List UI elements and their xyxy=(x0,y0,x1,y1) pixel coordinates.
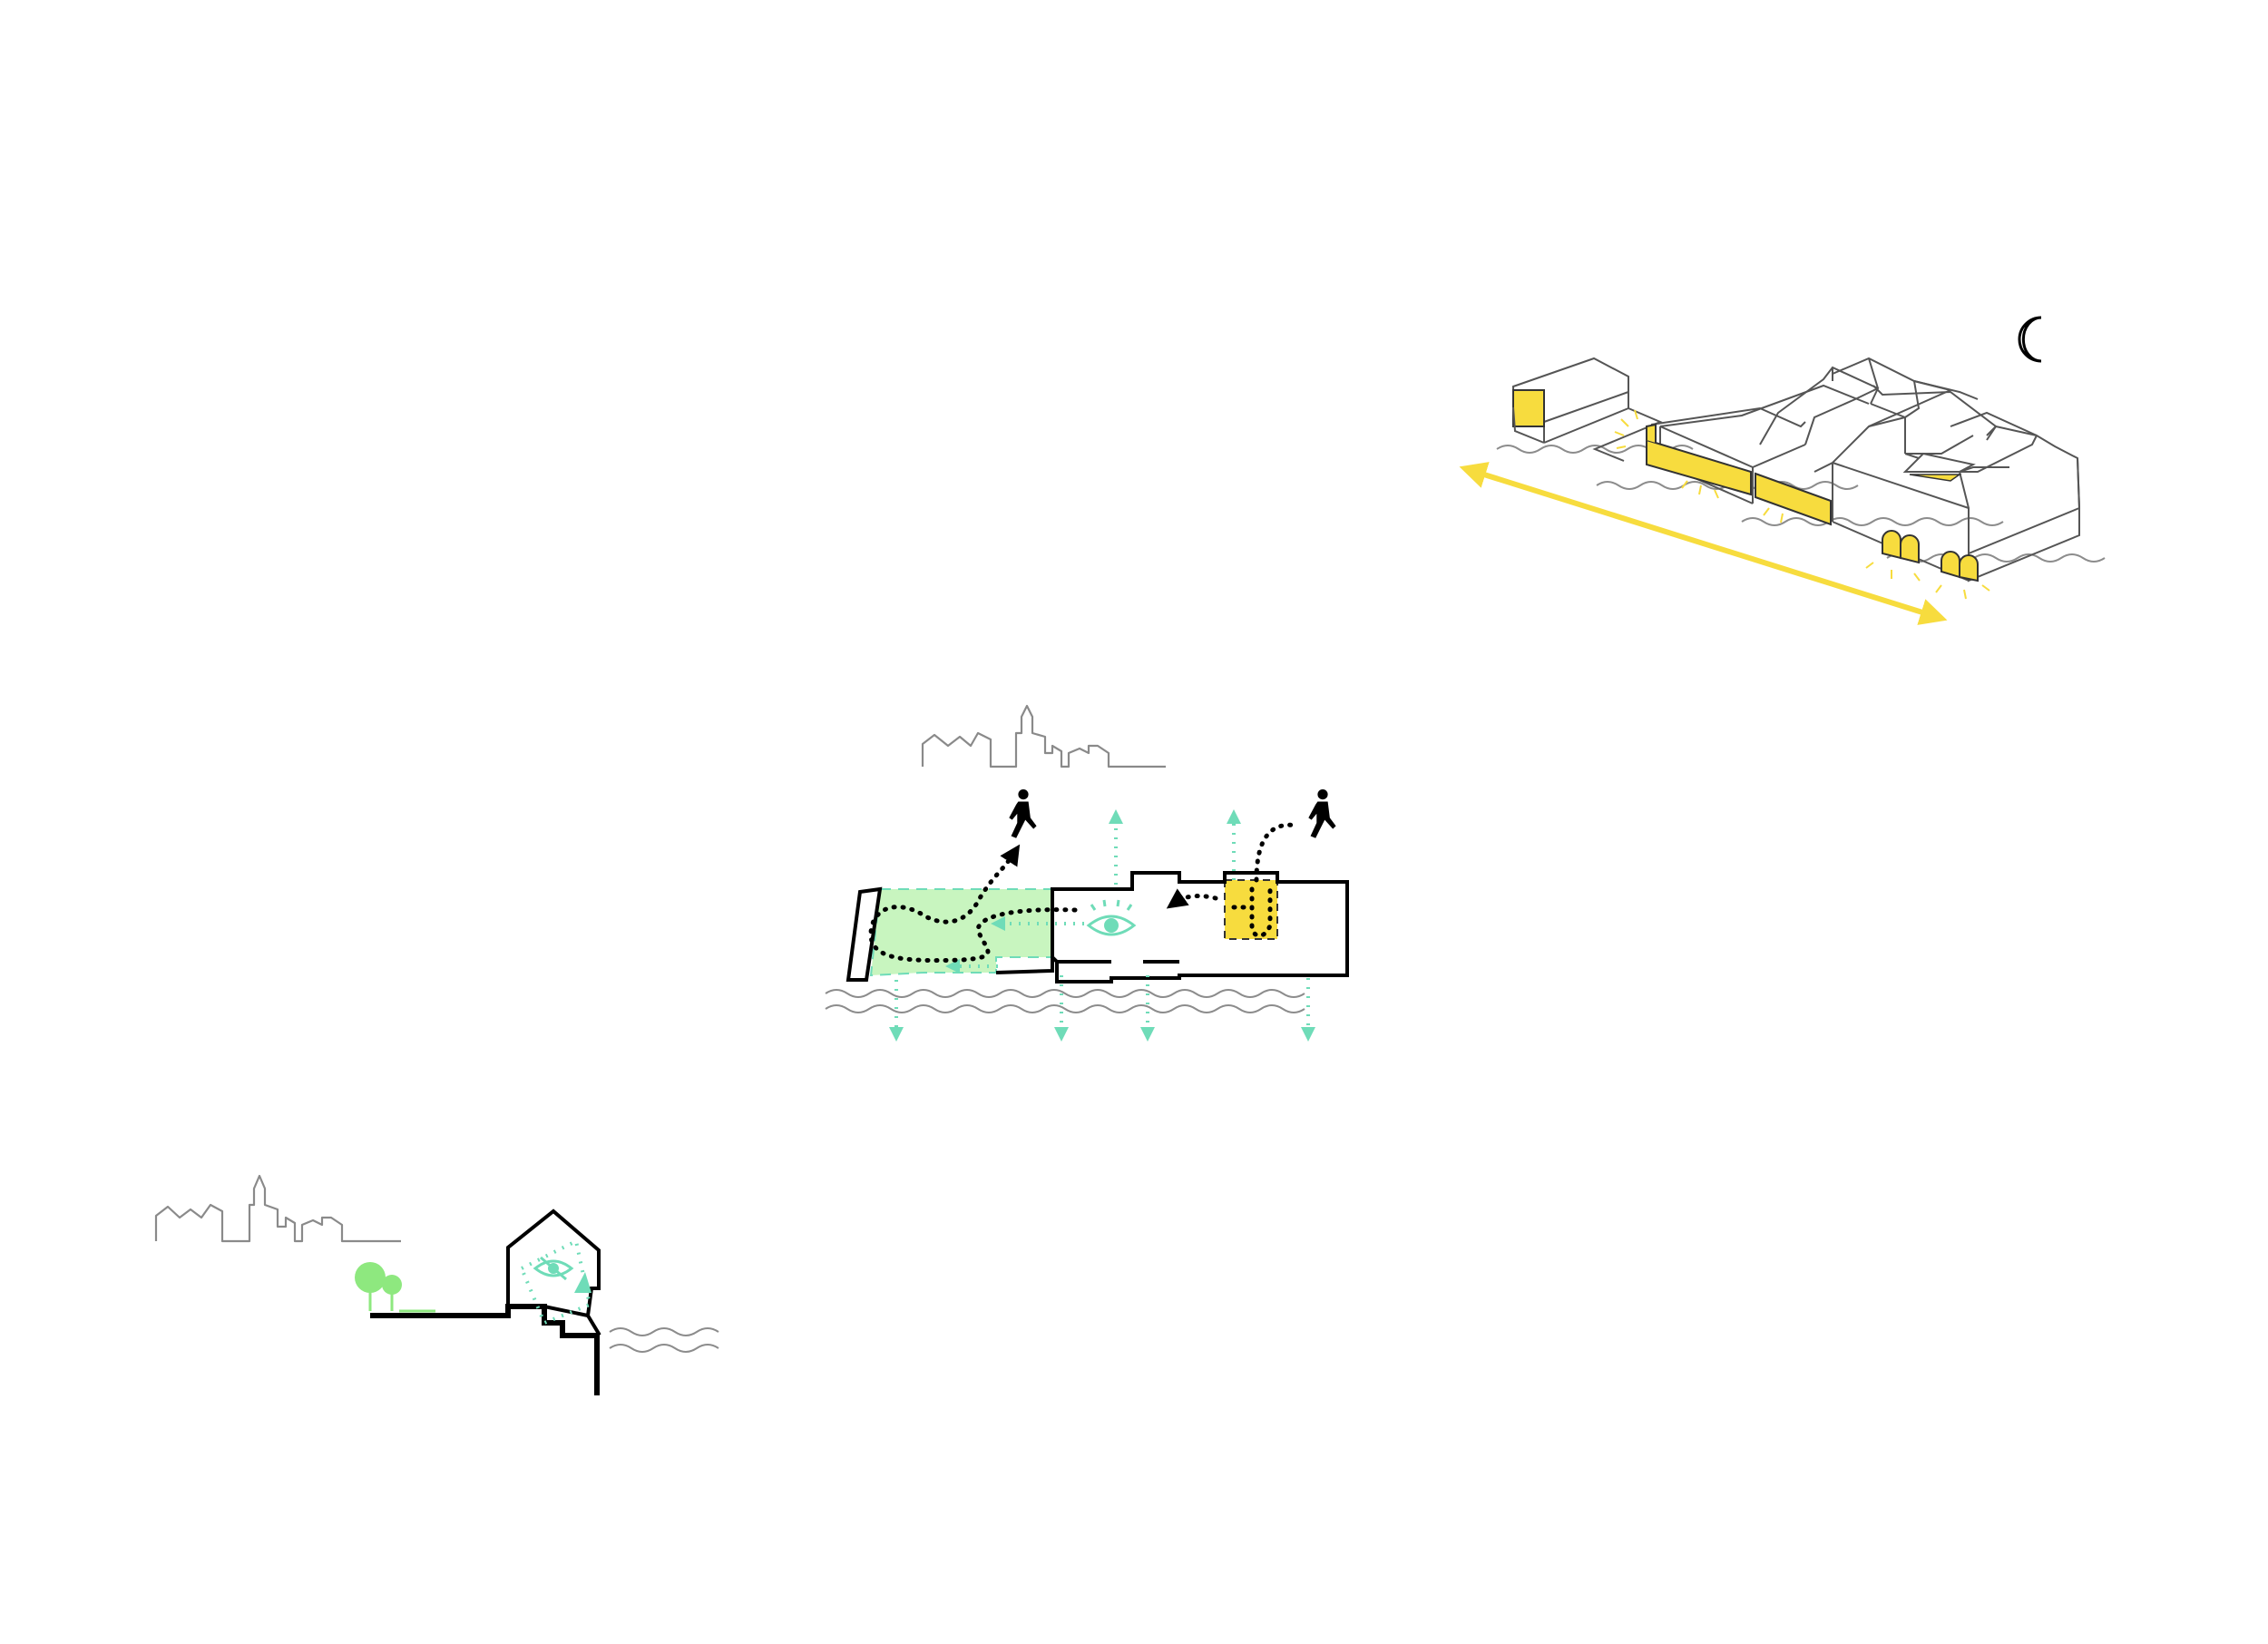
plan-waves xyxy=(825,989,1305,1013)
walking-person-icon xyxy=(1308,789,1336,838)
section-building-outline xyxy=(506,1209,601,1337)
eye-icon xyxy=(533,1256,574,1281)
city-skyline-section xyxy=(154,1174,401,1243)
eye-icon xyxy=(1086,899,1137,936)
section-view xyxy=(154,1174,719,1395)
plan-view xyxy=(825,704,1349,1042)
view-arrow-icon xyxy=(574,1272,591,1293)
city-skyline-plan xyxy=(921,704,1166,768)
lit-end-facade xyxy=(1512,389,1545,427)
garden-zone xyxy=(869,888,1053,977)
walking-person-icon xyxy=(1009,789,1037,838)
isometric-night-view xyxy=(1459,316,2106,625)
section-waves xyxy=(609,1327,719,1353)
iso-building-massing xyxy=(1512,357,2081,582)
lit-arch-2 xyxy=(1900,534,1920,564)
ground-section-line xyxy=(370,1304,600,1395)
waterfront-promenade-arrow xyxy=(1459,462,1948,625)
lit-facade-middle xyxy=(1755,472,1832,526)
pedestrian-paths xyxy=(868,822,1300,964)
lit-arch-4 xyxy=(1959,554,1979,582)
tree-icon xyxy=(355,1262,435,1313)
view-flow-arrows xyxy=(889,809,1315,1042)
lit-arch-1 xyxy=(1882,530,1901,560)
crescent-moon-icon xyxy=(2018,316,2042,363)
lit-arch-3 xyxy=(1941,551,1960,579)
plan-building-outline xyxy=(846,871,1349,983)
